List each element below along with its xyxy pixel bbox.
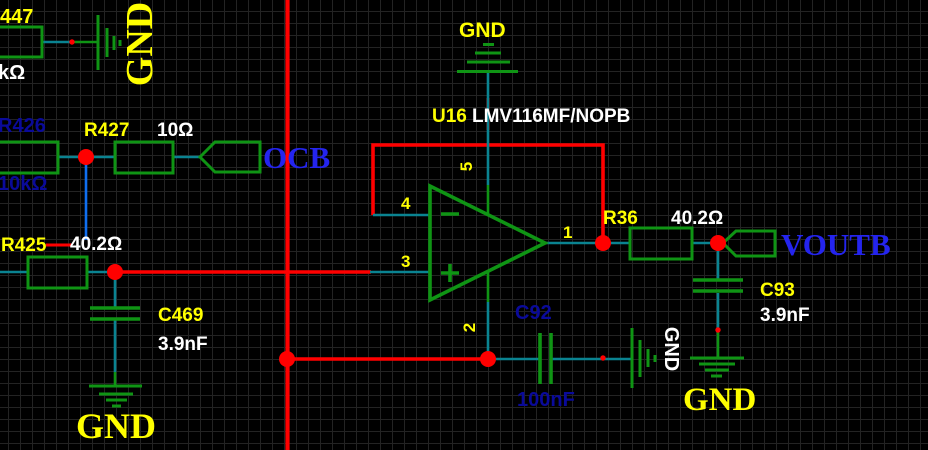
gnd-label-middle-white[interactable]: GND	[660, 326, 683, 372]
gnd-symbol-bottom-right[interactable]	[690, 356, 744, 378]
u16-pin5-number: 5	[457, 161, 477, 172]
resistor-r425-body[interactable]	[26, 255, 89, 290]
net-label-voutb[interactable]: VOUTB	[781, 227, 891, 262]
resistor-r427-body[interactable]	[113, 140, 175, 175]
c92-value[interactable]: 100nF	[517, 389, 575, 411]
junction-dot	[107, 264, 123, 280]
green-pin-stubs[interactable]	[72, 40, 720, 386]
c92-refdes[interactable]: C92	[515, 302, 552, 324]
net-flag-ocb[interactable]	[197, 140, 262, 174]
r427-value[interactable]: 10Ω	[157, 120, 194, 141]
u16-pin3-number: 3	[401, 252, 411, 271]
c469-refdes[interactable]: C469	[158, 305, 204, 326]
junction-dot-small	[715, 327, 721, 333]
junction-dot-small	[600, 355, 606, 361]
junction-dot	[710, 235, 726, 251]
r36-refdes[interactable]: R36	[603, 208, 638, 229]
teal-wires[interactable]	[0, 40, 720, 372]
c93-refdes[interactable]: C93	[760, 280, 795, 301]
gnd-label-top-middle[interactable]: GND	[459, 19, 506, 42]
gnd-symbol-top-left[interactable]	[96, 15, 122, 70]
gnd-symbol-top-middle[interactable]	[457, 43, 518, 73]
gnd-label-bottom-right[interactable]: GND	[683, 382, 757, 418]
r447-refdes[interactable]: 447	[0, 6, 34, 28]
r426-refdes[interactable]: R426	[0, 115, 46, 137]
u16-pin2-number: 2	[460, 322, 480, 333]
gnd-label-top-left[interactable]: GND	[119, 1, 162, 87]
opamp-triangle[interactable]	[428, 183, 550, 303]
r425-value[interactable]: 40.2Ω	[70, 234, 123, 255]
u16-value[interactable]: LMV116MF/NOPB	[472, 106, 631, 127]
junction-dot	[279, 351, 295, 367]
resistor-r36-body[interactable]	[628, 226, 694, 261]
r427-refdes[interactable]: R427	[84, 120, 130, 141]
capacitor-c93-body[interactable]	[693, 278, 743, 293]
r447-value[interactable]: kΩ	[0, 62, 26, 84]
c93-value[interactable]: 3.9nF	[760, 305, 810, 326]
gnd-symbol-bottom-left[interactable]	[89, 384, 142, 408]
gnd-symbol-middle-right[interactable]	[630, 328, 657, 388]
resistor-r447-body[interactable]	[0, 25, 44, 59]
net-flag-voutb[interactable]	[720, 229, 777, 258]
net-label-ocb[interactable]: OCB	[263, 140, 331, 175]
c469-value[interactable]: 3.9nF	[158, 334, 208, 355]
capacitor-c92-body[interactable]	[538, 333, 553, 384]
resistor-r426-body[interactable]	[0, 140, 60, 175]
junction-dot	[78, 149, 94, 165]
gnd-label-bottom-left[interactable]: GND	[76, 406, 156, 446]
u16-pin1-number: 1	[563, 223, 573, 242]
junction-dot-small	[69, 39, 75, 45]
r425-refdes[interactable]: R425	[1, 235, 47, 256]
junction-dots	[69, 39, 726, 367]
r426-value[interactable]: 10kΩ	[0, 173, 48, 195]
junction-dot	[595, 235, 611, 251]
r36-value[interactable]: 40.2Ω	[671, 208, 724, 229]
capacitor-c469-body[interactable]	[90, 306, 140, 321]
junction-dot	[480, 351, 496, 367]
u16-pin4-number: 4	[401, 194, 411, 213]
opamp-u16-body[interactable]	[428, 183, 550, 303]
u16-refdes[interactable]: U16	[432, 106, 467, 127]
